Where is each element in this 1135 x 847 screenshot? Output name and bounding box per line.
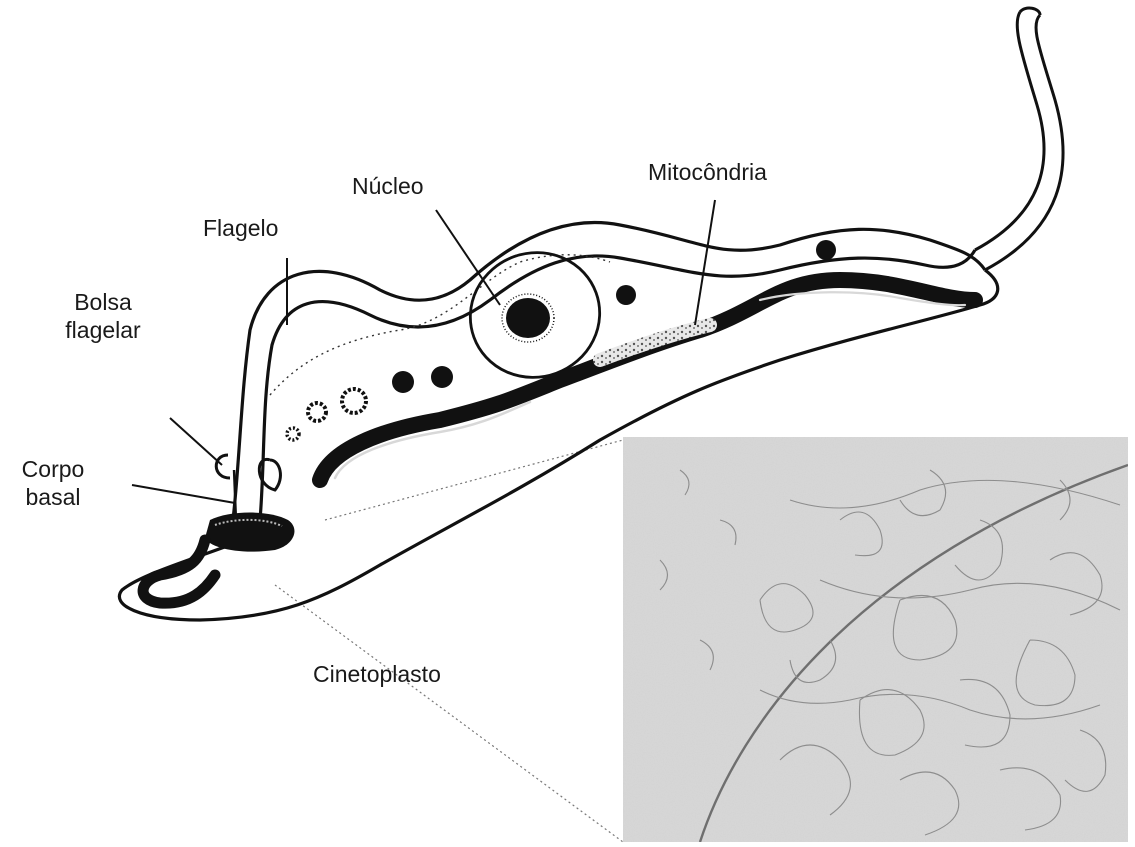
granules: [287, 240, 836, 440]
label-nucleo: Núcleo: [352, 172, 424, 200]
label-corpo-line1: Corpo: [14, 455, 92, 483]
leader-nucleo: [436, 210, 500, 305]
kinetoplast: [143, 513, 294, 604]
label-bolsa-line1: Bolsa: [48, 288, 158, 316]
connector-lines: [275, 440, 623, 842]
label-flagelo: Flagelo: [203, 214, 278, 242]
micrograph-panel: [623, 437, 1128, 842]
flagellar-pocket: [216, 455, 280, 520]
leader-mitocondria: [695, 200, 715, 325]
label-corpo-line2: basal: [14, 483, 92, 511]
flagellum-free-end: [975, 8, 1063, 270]
label-corpo-basal: Corpo basal: [14, 455, 92, 511]
label-mitocondria: Mitocôndria: [648, 158, 767, 186]
label-cinetoplasto: Cinetoplasto: [313, 660, 441, 688]
leader-corpo-basal: [132, 485, 235, 503]
leader-bolsa: [170, 418, 222, 465]
label-bolsa-flagelar: Bolsa flagelar: [48, 288, 158, 344]
label-bolsa-line2: flagelar: [48, 316, 158, 344]
